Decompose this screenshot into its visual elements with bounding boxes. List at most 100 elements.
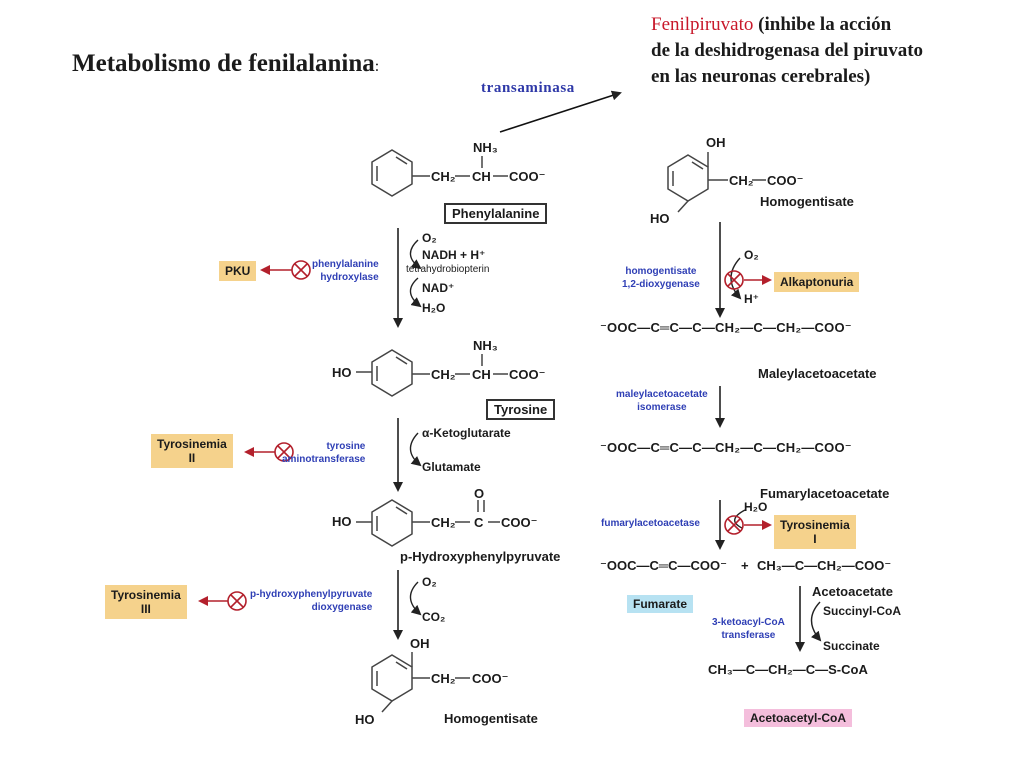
acetoacetate-formula: CH₃—C—CH₂—COO⁻ [757,558,892,573]
homogentisate-left-ring [371,652,430,713]
enzyme7-line1: 3-ketoacyl-CoA [712,617,785,628]
hga-right-ho: HO [650,211,670,226]
hydroxyphenylpyruvate-label: p-Hydroxyphenylpyruvate [400,549,561,564]
hga-left-ch2: CH₂ [431,671,456,686]
step7-succinate: Succinate [823,639,880,653]
note-line-2: de la deshidrogenasa del piruvato [651,40,924,61]
maleylacetoacetate-formula: ⁻OOC—C═C—C—CH₂—C—CH₂—COO⁻ [600,320,852,335]
title-text: Metabolismo de fenilalanina [72,50,375,77]
note-highlight: Fenilpiruvato [651,14,754,35]
hpp-dioxygenase-label: p-hydroxyphenylpyruvate dioxygenase [250,588,372,614]
tyrosine-ring [356,349,430,397]
step1-nadh: NADH + H⁺ [422,248,486,262]
maa-isomerase-label: maleylacetoacetate isomerase [616,388,708,414]
pku-badge: PKU [219,261,257,281]
enzyme2-line2: aminotransferase [282,454,366,465]
tyrosinemia-ii-badge: Tyrosinemia II [151,434,233,468]
pku-block-icon [291,260,311,280]
note-line1-rest: (inhibe la acción [753,14,892,35]
hydroxyphenylpyruvate-ring [356,499,430,547]
hga-left-coo: COO⁻ [472,671,509,686]
tyrosinemia-i-line1: Tyrosinemia [780,518,850,532]
acetoacetate-label: Acetoacetate [812,584,893,599]
tyrosinemia-ii-line2: II [188,451,196,465]
hga-left-ho: HO [355,712,375,727]
homogentisate-right-ring [667,152,728,213]
tyrosine-label: Tyrosine [486,399,556,420]
ketoacyl-coa-transferase-label: 3-ketoacyl-CoA transferase [712,616,785,642]
phe-coo: COO⁻ [509,169,546,184]
phenylalanine-hydroxylase-label: phenylalanine hydroxylase [312,258,379,284]
enzyme2-line1: tyrosine [326,441,366,452]
hpp-coo: COO⁻ [501,515,538,530]
hpp-ho: HO [332,514,352,529]
step4-o2: O₂ [744,248,759,262]
tyr-coo: COO⁻ [509,367,546,382]
note-line-1: Fenilpiruvato (inhibe la acción [651,12,923,38]
tyrosinemia-iii-badge: Tyrosinemia III [105,585,187,619]
transaminase-arrow [499,90,622,133]
plus-sign: + [741,558,749,573]
page-title: Metabolismo de fenilalanina: [72,50,379,78]
hga-left-oh: OH [410,636,430,651]
fumarate-formula: ⁻OOC—C═C—COO⁻ [600,558,727,573]
title-colon: : [374,58,380,75]
phenylalanine-ring [371,149,430,197]
enzyme7-line2: transferase [721,630,776,641]
maleylacetoacetate-label: Maleylacetoacetate [758,366,877,381]
tyr-ho: HO [332,365,352,380]
step3-co2: CO₂ [422,610,446,624]
step4-h: H⁺ [744,292,759,306]
step1-bh4: tetrahydrobiopterin [406,264,490,275]
fumarylacetoacetase-label: fumarylacetoacetase [601,518,700,529]
step7-succinyl-coa: Succinyl-CoA [823,604,902,618]
tyrosinemia-i-block-icon [724,515,744,535]
enzyme5-line1: maleylacetoacetate [616,389,708,400]
enzyme3-line2: dioxygenase [311,602,373,613]
phenylpyruvate-note: Fenilpiruvato (inhibe la acción de la de… [651,12,923,90]
tyrosinemia-iii-line2: III [140,602,151,616]
tyrosinemia-i-line2: I [813,532,817,546]
fumarylacetoacetate-formula: ⁻OOC—C═C—C—CH₂—C—CH₂—COO⁻ [600,440,852,455]
tyrosinemia-iii-block-icon [227,591,247,611]
step2-akg: α-Ketoglutarate [422,426,511,440]
step6-h2o: H₂O [744,500,768,514]
phe-ch2: CH₂ [431,169,456,184]
step3-o2: O₂ [422,575,437,589]
tyrosinemia-ii-line1: Tyrosinemia [157,437,227,451]
phe-ch: CH [472,169,491,184]
acetoacetyl-coa-formula: CH₃—C—CH₂—C—S-CoA [708,662,868,677]
step1-o2: O₂ [422,231,437,245]
hga-dioxygenase-label: homogentisate 1,2-dioxygenase [622,265,700,291]
step1-h2o: H₂O [422,301,446,315]
phenylalanine-label: Phenylalanine [444,203,548,224]
note-line-3: en las neuronas cerebrales) [651,66,871,87]
alkaptonuria-block-icon [724,270,744,290]
phe-nh3: NH₃ [473,140,498,155]
fumarate-badge: Fumarate [627,595,694,613]
tyrosine-aminotransferase-label: tyrosine aminotransferase [282,440,365,466]
enzyme1-line1: phenylalanine [312,259,379,270]
hga-right-ch2: CH₂ [729,173,754,188]
tyr-nh3: NH₃ [473,338,498,353]
hpp-o: O [474,486,485,501]
hpp-c: C [474,515,484,530]
tyr-ch: CH [472,367,491,382]
enzyme4-line1: homogentisate [625,266,697,277]
hpp-ch2: CH₂ [431,515,456,530]
step1-nad: NAD⁺ [422,281,455,295]
enzyme3-line1: p-hydroxyphenylpyruvate [250,589,373,600]
step2-glu: Glutamate [422,460,481,474]
enzyme4-line2: 1,2-dioxygenase [622,279,700,290]
tyrosinemia-iii-line1: Tyrosinemia [111,588,181,602]
enzyme1-line2: hydroxylase [320,272,379,283]
tyrosinemia-i-badge: Tyrosinemia I [774,515,856,549]
acetoacetyl-coa-badge: Acetoacetyl-CoA [744,709,853,727]
homogentisate-left-label: Homogentisate [444,711,538,726]
enzyme5-line2: isomerase [637,402,687,413]
hga-right-oh: OH [706,135,726,150]
transaminase-label: transaminasa [481,80,575,96]
alkaptonuria-badge: Alkaptonuria [774,272,860,292]
hga-right-coo: COO⁻ [767,173,804,188]
